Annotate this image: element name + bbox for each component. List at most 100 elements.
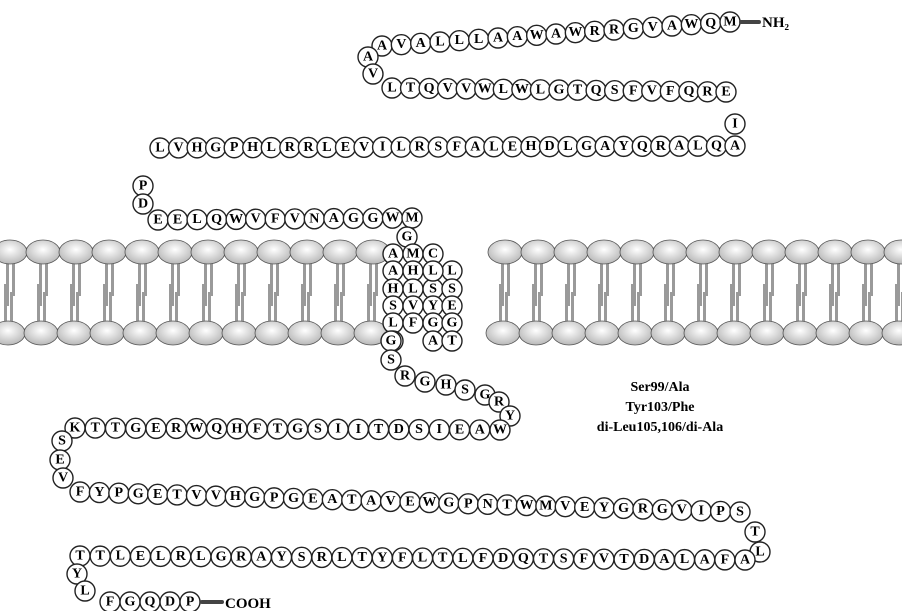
residue: F xyxy=(247,419,267,439)
n-terminus-label: NH₂ xyxy=(762,15,790,31)
lipid-head xyxy=(585,321,619,345)
svg-text:Y: Y xyxy=(505,409,515,424)
lipid-head xyxy=(587,240,621,264)
lipid-head xyxy=(222,321,256,345)
lipid-head xyxy=(156,321,190,345)
residue: A xyxy=(725,136,745,156)
residue: I xyxy=(429,420,449,440)
residue: D xyxy=(160,592,180,611)
lipid-tail xyxy=(796,284,799,324)
lipid-tail xyxy=(340,292,343,324)
svg-text:H: H xyxy=(408,264,419,279)
residue: N xyxy=(478,494,498,514)
residue: T xyxy=(568,80,588,100)
residue: T xyxy=(369,419,389,439)
lipid-head xyxy=(818,240,852,264)
residue: F xyxy=(715,550,735,570)
residue: R xyxy=(651,136,671,156)
residue: I xyxy=(328,419,348,439)
svg-text:R: R xyxy=(317,550,328,565)
residue: R xyxy=(410,137,430,157)
residue: Q xyxy=(140,592,160,611)
svg-text:F: F xyxy=(271,212,280,227)
residue: P xyxy=(109,483,129,503)
residue: W xyxy=(226,209,246,229)
svg-text:G: G xyxy=(420,375,431,390)
lipid-head xyxy=(686,240,720,264)
svg-text:P: P xyxy=(115,486,124,501)
svg-text:T: T xyxy=(357,550,367,565)
residue: G xyxy=(577,137,597,157)
c-terminus-label: COOH xyxy=(225,596,271,611)
svg-text:C: C xyxy=(428,247,438,262)
residue: A xyxy=(470,420,490,440)
residue: G xyxy=(206,138,226,158)
svg-text:V: V xyxy=(599,552,609,567)
svg-text:D: D xyxy=(138,197,148,212)
lipid-head xyxy=(125,240,159,264)
residue: L xyxy=(469,29,489,49)
svg-text:E: E xyxy=(173,212,182,227)
lipid-tail xyxy=(697,284,700,324)
svg-text:Q: Q xyxy=(211,212,222,227)
lipid-tail xyxy=(639,262,642,296)
lipid-tail xyxy=(631,284,634,324)
residue: T xyxy=(442,331,462,351)
svg-text:R: R xyxy=(303,140,314,155)
lipid-tail xyxy=(43,292,46,324)
svg-text:A: A xyxy=(416,36,427,51)
lipid-head xyxy=(684,321,718,345)
residue: L xyxy=(430,32,450,52)
residue: R xyxy=(171,547,191,567)
svg-text:L: L xyxy=(536,82,545,97)
lipid-head xyxy=(785,240,819,264)
svg-text:E: E xyxy=(455,422,464,437)
lipid-tail xyxy=(540,262,543,296)
residue: I xyxy=(725,114,745,134)
residue: V xyxy=(456,79,476,99)
residue: R xyxy=(166,418,186,438)
residue: S xyxy=(455,380,475,400)
residue: A xyxy=(669,136,689,156)
residue: T xyxy=(342,490,362,510)
residue: A xyxy=(383,261,403,281)
lipid-head xyxy=(653,240,687,264)
residue: L xyxy=(453,548,473,568)
residue: G xyxy=(363,208,383,228)
residue: L xyxy=(151,546,171,566)
residue: A xyxy=(735,550,755,570)
lipid-tail xyxy=(373,292,376,324)
residue: V xyxy=(363,64,383,84)
residue: G xyxy=(284,488,304,508)
residue: E xyxy=(716,82,736,102)
lipid-tail xyxy=(367,284,370,324)
svg-text:E: E xyxy=(136,549,145,564)
residue: A xyxy=(546,24,566,44)
svg-text:R: R xyxy=(236,549,247,564)
svg-text:I: I xyxy=(380,140,385,155)
residue: R xyxy=(697,82,717,102)
lipid-head xyxy=(255,321,289,345)
svg-text:T: T xyxy=(750,525,760,540)
residue: Q xyxy=(207,210,227,230)
lipid-tail xyxy=(37,284,40,324)
svg-text:V: V xyxy=(677,503,687,518)
lipid-tail xyxy=(208,292,211,324)
lipid-tail xyxy=(771,262,774,296)
svg-text:V: V xyxy=(408,299,418,314)
svg-text:A: A xyxy=(428,334,439,349)
lipid-tail xyxy=(499,284,502,324)
svg-text:G: G xyxy=(554,83,565,98)
residue: T xyxy=(105,418,125,438)
residue: W xyxy=(186,419,206,439)
svg-text:Y: Y xyxy=(72,567,82,582)
svg-text:R: R xyxy=(171,421,182,436)
svg-text:G: G xyxy=(618,501,629,516)
svg-text:L: L xyxy=(447,264,456,279)
svg-text:R: R xyxy=(702,84,713,99)
residue: L xyxy=(484,137,504,157)
svg-text:L: L xyxy=(418,551,427,566)
residue: G xyxy=(439,493,459,513)
svg-text:D: D xyxy=(544,139,554,154)
residue: L xyxy=(187,210,207,230)
